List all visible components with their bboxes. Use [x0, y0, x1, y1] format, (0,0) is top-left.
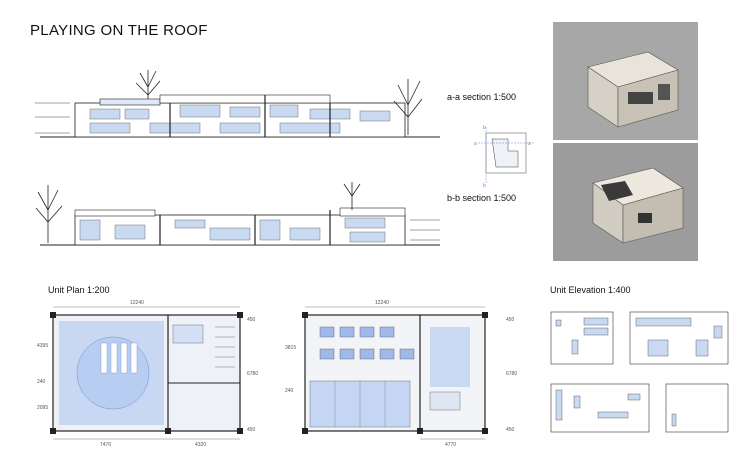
upper-plan-dim-right-top: 450 — [506, 317, 515, 323]
key-marker-a-left: a — [474, 141, 477, 147]
key-marker-b-bottom: b — [483, 183, 486, 189]
unit-plan-label: Unit Plan 1:200 — [48, 285, 110, 295]
unit-plan-dim-bottom-right: 4320 — [195, 442, 206, 448]
section-bb-drawing — [35, 182, 440, 246]
section-bb-label: b-b section 1:500 — [447, 193, 517, 203]
model-photo-top — [553, 22, 698, 140]
upper-plan-dim-left-lower: 240 — [285, 388, 294, 394]
unit-plan-ground: 12240 7470 4320 4395 240 2095 450 6780 4… — [37, 300, 258, 448]
unit-plan-dim-right-bottom: 450 — [247, 427, 256, 433]
key-plan: a a b b — [474, 125, 534, 189]
upper-plan-dim-bottom: 4770 — [445, 442, 456, 448]
unit-elevations — [550, 311, 729, 433]
unit-plan-dim-right-top: 450 — [247, 317, 256, 323]
unit-plan-dim-left-mid: 240 — [37, 379, 46, 385]
section-aa-label: a-a section 1:500 — [447, 92, 517, 102]
section-aa-drawing — [35, 70, 440, 138]
page-title: PLAYING ON THE ROOF — [30, 22, 208, 39]
key-marker-b-top: b — [483, 125, 486, 131]
unit-plan-dim-top: 12240 — [130, 300, 144, 306]
upper-plan-dim-top: 12240 — [375, 300, 389, 306]
upper-plan-dim-left-upper: 3815 — [285, 345, 296, 351]
upper-plan-dim-right-bottom: 450 — [506, 427, 515, 433]
key-marker-a-right: a — [528, 141, 531, 147]
unit-plan-dim-bottom-left: 7470 — [100, 442, 111, 448]
unit-plan-dim-left-lower: 2095 — [37, 405, 48, 411]
model-photo-bottom — [553, 143, 698, 261]
unit-elevation-label: Unit Elevation 1:400 — [550, 285, 631, 295]
unit-plan-upper: 12240 4770 3815 240 450 6780 450 — [285, 300, 517, 448]
unit-plan-dim-left-upper: 4395 — [37, 343, 48, 349]
unit-plan-dim-right-mid: 6780 — [247, 371, 258, 377]
upper-plan-dim-right-mid: 6780 — [506, 371, 517, 377]
